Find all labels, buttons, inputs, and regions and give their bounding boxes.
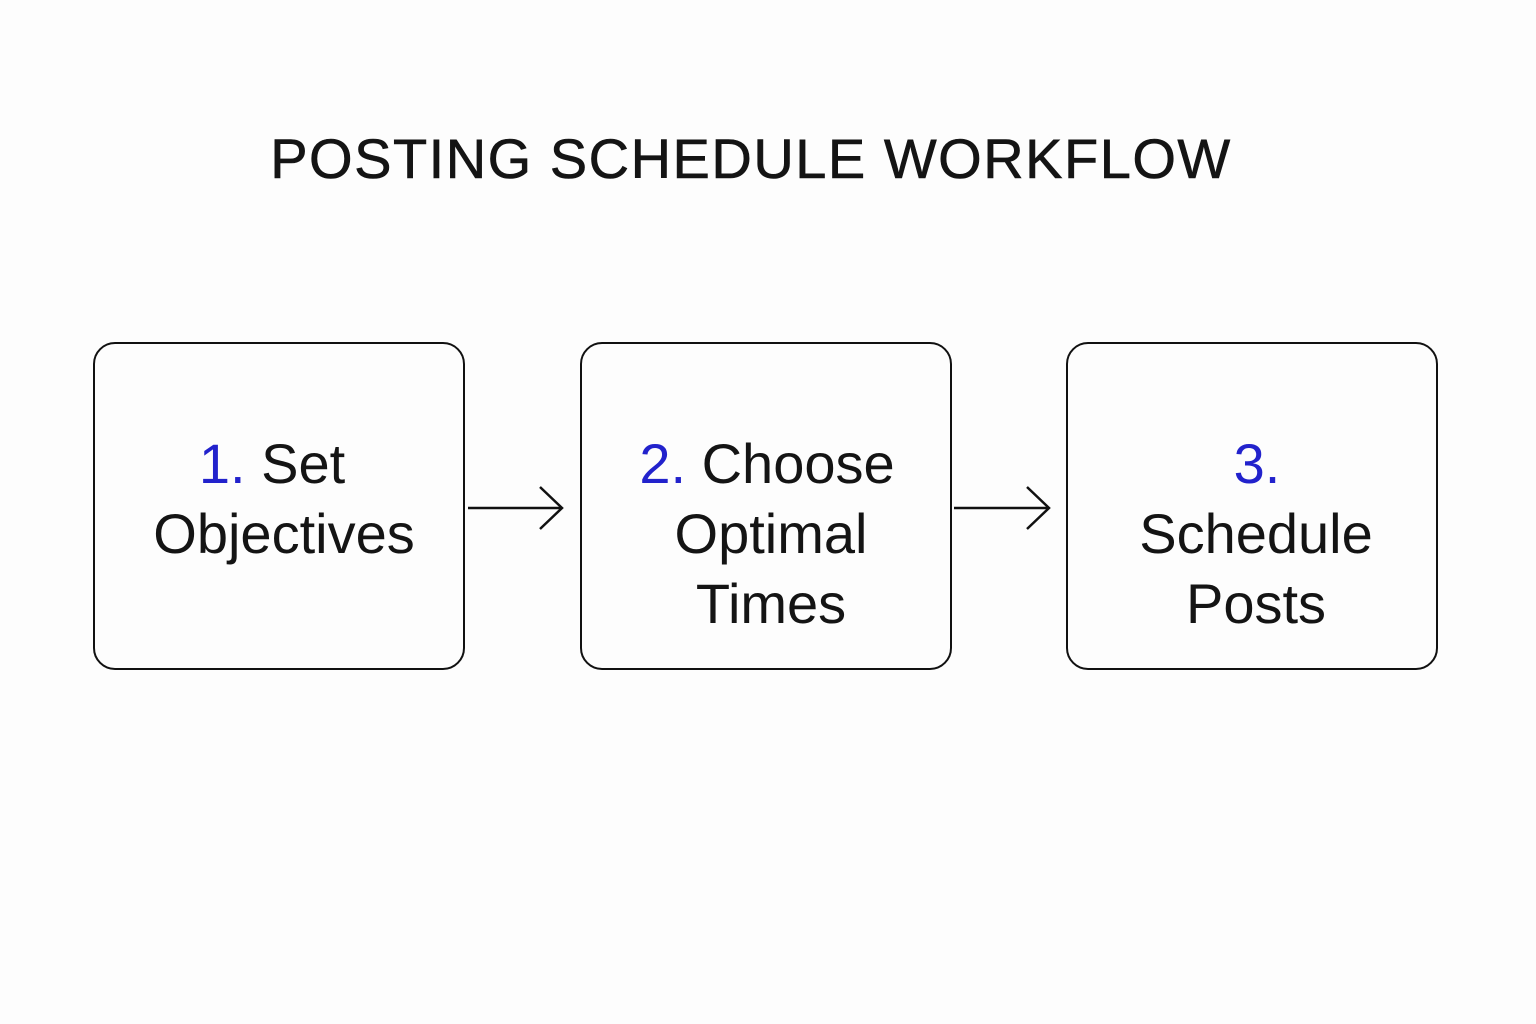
step-1-label-line-1: Set xyxy=(261,432,346,495)
step-box-3: 3. Schedule Posts xyxy=(1066,342,1438,670)
step-3-first-line: 3. xyxy=(1078,429,1436,499)
step-1-number: 1. xyxy=(198,432,246,495)
step-2-label-line-2: Optimal xyxy=(674,502,868,565)
step-box-1: 1. Set Objectives xyxy=(93,342,465,670)
step-1-label-line-2: Objectives xyxy=(153,502,415,565)
step-3-label-line-2: Schedule xyxy=(1139,502,1373,565)
step-1-first-line: 1. Set xyxy=(81,429,463,499)
arrow-right-icon xyxy=(954,486,1051,530)
step-box-2: 2. Choose Optimal Times xyxy=(580,342,952,670)
step-2-number: 2. xyxy=(639,432,687,495)
arrow-right-icon xyxy=(468,486,564,530)
step-2-label-line-3: Times xyxy=(695,572,847,635)
diagram-title: POSTING SCHEDULE WORKFLOW xyxy=(270,127,1232,191)
step-2-first-line: 2. Choose xyxy=(584,429,950,499)
step-3-label-line-3: Posts xyxy=(1185,572,1327,635)
step-3-number: 3. xyxy=(1233,432,1281,495)
step-2-label-line-1: Choose xyxy=(701,432,895,495)
